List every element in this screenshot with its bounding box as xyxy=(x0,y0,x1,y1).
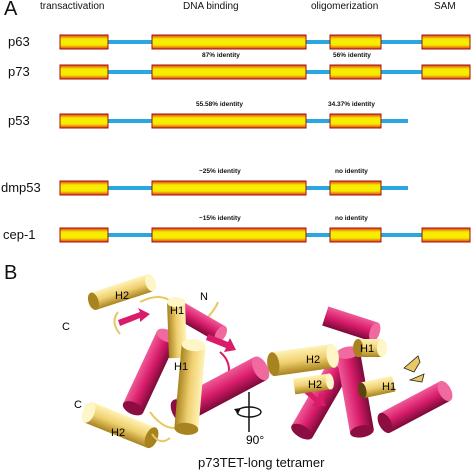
row-cep1-domains xyxy=(59,227,471,243)
cep1-transactivation-domain xyxy=(59,227,109,243)
header-sam: SAM xyxy=(434,1,456,12)
p63-oligomerization-domain xyxy=(329,34,382,50)
row-p73-domains xyxy=(59,64,471,80)
p53-transactivation-domain xyxy=(59,113,109,129)
label-n-terminus: N xyxy=(200,291,208,303)
row-dmp53-domains xyxy=(59,180,408,196)
p53-oligomerization-domain xyxy=(329,113,382,129)
label-h2-bottom-left: H2 xyxy=(111,427,125,439)
label-h1-right-low: H1 xyxy=(382,381,396,393)
row-label-p53: p53 xyxy=(8,113,30,128)
p73-dna-binding-domain xyxy=(151,64,307,80)
row-label-dmp53: dmp53 xyxy=(1,180,41,195)
label-h1-mid-left: H1 xyxy=(174,361,188,373)
label-h2-right: H2 xyxy=(306,354,320,366)
row-label-p73: p73 xyxy=(8,64,30,79)
identity-p53-oligomerization: 34.37% identity xyxy=(328,101,375,108)
label-h1-right-top: H1 xyxy=(360,343,374,355)
row-label-p63: p63 xyxy=(8,34,30,49)
row-p53-domains xyxy=(59,113,408,129)
dmp53-dna-binding-domain xyxy=(151,180,307,196)
label-rotation-90: 90° xyxy=(246,433,264,447)
identity-dmp53-dna-binding: ~25% identity xyxy=(199,168,241,175)
p63-sam-domain xyxy=(421,34,471,50)
identity-p73-dna-binding: 87% identity xyxy=(202,52,240,59)
header-oligomerization: oligomerization xyxy=(311,1,379,12)
identity-dmp53-oligomerization: no identity xyxy=(335,168,368,175)
label-h1-top-left: H1 xyxy=(170,305,184,317)
p63-transactivation-domain xyxy=(59,34,109,50)
row-p63-domains xyxy=(59,34,471,50)
panel-b-letter: B xyxy=(4,262,18,284)
cep1-sam-domain xyxy=(421,227,471,243)
label-c-terminus-bottom: C xyxy=(74,399,82,411)
identity-cep1-dna-binding: ~15% identity xyxy=(199,215,241,222)
rotation-90-icon xyxy=(234,392,262,432)
p73-transactivation-domain xyxy=(59,64,109,80)
cep1-dna-binding-domain xyxy=(151,227,307,243)
figure-caption: p73TET-long tetramer xyxy=(198,455,325,470)
dmp53-oligomerization-domain xyxy=(329,180,382,196)
right-view-tetramer xyxy=(267,306,453,440)
label-c-terminus-top: C xyxy=(62,321,70,333)
dmp53-transactivation-domain xyxy=(59,180,109,196)
left-view-tetramer xyxy=(81,274,270,449)
p63-dna-binding-domain xyxy=(151,34,307,50)
header-dna-binding: DNA binding xyxy=(183,1,239,12)
p73-sam-domain xyxy=(421,64,471,80)
label-h2-top-left: H2 xyxy=(115,290,129,302)
header-transactivation: transactivation xyxy=(40,1,105,12)
panel-a-letter: A xyxy=(4,0,18,20)
cep1-oligomerization-domain xyxy=(329,227,382,243)
row-label-cep1: cep-1 xyxy=(3,227,36,242)
p73-oligomerization-domain xyxy=(329,64,382,80)
p53-dna-binding-domain xyxy=(151,113,307,129)
identity-p53-dna-binding: 55.58% identity xyxy=(196,101,243,108)
identity-cep1-oligomerization: no identity xyxy=(335,215,368,222)
label-h2-right-low: H2 xyxy=(308,379,322,391)
identity-p73-oligomerization: 56% identity xyxy=(333,52,371,59)
tetramer-structure-figure: H2 H1 N C H1 C H2 H2 H1 H2 H1 90° xyxy=(62,274,453,449)
domain-architecture-diagram xyxy=(59,34,471,243)
